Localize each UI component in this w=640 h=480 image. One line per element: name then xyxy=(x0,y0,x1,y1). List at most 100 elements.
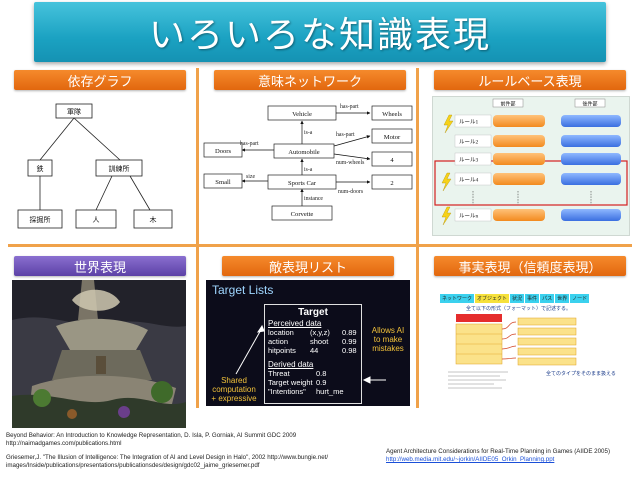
target-box: Target Perceived data location (x,y,z) 0… xyxy=(264,304,362,404)
fact-tag: パス xyxy=(540,294,555,303)
row-key: location xyxy=(268,328,294,337)
row-value: 0.9 xyxy=(316,378,327,387)
node-automobile: Automobile xyxy=(288,149,320,156)
row-key: hitpoints xyxy=(268,346,296,355)
citation-isla-url[interactable]: http://naimadgames.com/publications.html xyxy=(6,440,122,448)
rule-label-n: ルールn xyxy=(459,214,479,220)
derived-data-label: Derived data xyxy=(268,360,314,369)
node-training-label: 訓練所 xyxy=(109,164,130,173)
node-doors: Doors xyxy=(215,148,232,155)
section-header-dependency-graph: 依存グラフ xyxy=(14,70,186,90)
edge-has-part-2: has-part xyxy=(336,132,355,138)
node-army xyxy=(55,103,93,119)
node-wheels: Wheels xyxy=(382,111,402,118)
edge-is-a-2: is-a xyxy=(304,167,313,173)
citation-isla: Beyond Behavior: An Introduction to Know… xyxy=(6,432,297,439)
divider-vertical-left xyxy=(196,68,199,408)
derived-row: "Intentions" hurt_me xyxy=(268,387,361,396)
derived-row: Threat 0.8 xyxy=(268,369,361,378)
edge-has-part-1: has-part xyxy=(340,104,359,110)
node-vehicle: Vehicle xyxy=(292,111,312,118)
node-motor: Motor xyxy=(384,134,401,141)
edge-num-wheels: num-wheels xyxy=(336,160,365,166)
row-confidence: 0.98 xyxy=(342,346,357,355)
fact-tag: ネットワーク xyxy=(440,294,475,303)
fact-tag: 事件 xyxy=(525,294,540,303)
row-value: 0.8 xyxy=(316,369,327,378)
citation-orkin: Agent Architecture Considerations for Re… xyxy=(386,448,610,455)
derived-row: Target weight 0.9 xyxy=(268,378,361,387)
rule-base-svg: 前件部 後件部 ルール1 ルール2 ルール3 ルール4 xyxy=(434,98,628,226)
node-people xyxy=(75,209,117,229)
section-header-label: 事実表現（信頼度表現） xyxy=(458,260,602,276)
node-wood xyxy=(133,209,173,229)
rule-label-4: ルール4 xyxy=(459,178,479,184)
citation-orkin-url[interactable]: http://web.media.mit.edu/~jorkin/AIIDE05… xyxy=(386,456,555,464)
fact-subtitle: 全て以下の形式（フォーマット）で記述する。 xyxy=(466,306,572,312)
section-header-label: 意味ネットワーク xyxy=(257,74,362,90)
rule-label-3: ルール3 xyxy=(459,158,479,164)
fact-tag: 世界 xyxy=(555,294,570,303)
edge-size: size xyxy=(246,174,255,180)
node-iron-label: 鉄 xyxy=(37,164,44,173)
perceived-rows: location (x,y,z) 0.89 action shoot 0.99 … xyxy=(265,328,361,355)
section-header-enemy-lists: 敵表現リスト xyxy=(222,256,394,276)
section-header-label: ルールベース表現 xyxy=(478,74,582,90)
col-right-label: 後件部 xyxy=(582,101,597,108)
fact-tag: 状況 xyxy=(510,294,525,303)
title-banner: いろいろな知識表現 xyxy=(34,2,606,62)
citation-griesemer: Griesemer,J. "The Illusion of Intelligen… xyxy=(6,453,329,461)
edge-num-doors: num-doors xyxy=(338,189,364,195)
enemy-panel-title: Target Lists xyxy=(212,283,274,297)
citation-griesemer-url[interactable]: images/Inside/publications/presentations… xyxy=(6,462,260,470)
section-header-semantic-network: 意味ネットワーク xyxy=(214,70,406,90)
section-header-label: 世界表現 xyxy=(73,260,126,276)
node-two: 2 xyxy=(390,180,393,187)
row-key: Target weight xyxy=(268,378,313,387)
perceived-row: hitpoints 44 0.98 xyxy=(268,346,361,355)
node-people-label: 人 xyxy=(93,216,100,224)
fact-tag: ノード xyxy=(570,294,590,303)
row-key: Threat xyxy=(268,369,290,378)
node-wood-label: 木 xyxy=(150,215,157,224)
col-left-label: 前件部 xyxy=(500,101,515,108)
world-screenshot xyxy=(12,280,186,428)
node-army-label: 軍隊 xyxy=(67,107,81,116)
semantic-network: Vehicle Wheels Motor 4 Doors Automobile … xyxy=(203,104,413,221)
node-mine-label: 採掘所 xyxy=(30,215,51,224)
node-iron xyxy=(27,159,53,177)
node-small: Small xyxy=(215,179,231,186)
enemy-lists-panel: Target Lists Target Perceived data locat… xyxy=(206,280,410,406)
node-training-ground xyxy=(95,159,143,177)
citations-right: Agent Architecture Considerations for Re… xyxy=(386,448,634,476)
perceived-row: action shoot 0.99 xyxy=(268,337,361,346)
row-value: hurt_me xyxy=(316,387,344,396)
world-scene xyxy=(12,280,186,428)
row-confidence: 0.99 xyxy=(342,337,357,346)
perceived-data-label: Perceived data xyxy=(268,319,322,328)
rule-label-1: ルール1 xyxy=(459,120,479,126)
fact-repr-diagram: ネットワーク オブジェクト 状況 事件 パス 世界 ノード 全て以下の形式（フォ… xyxy=(438,294,628,400)
dependency-graph: 軍隊 鉄 訓練所 採掘所 人 木 xyxy=(17,103,173,229)
divider-vertical-right xyxy=(416,68,419,408)
section-header-world-repr: 世界表現 xyxy=(14,256,186,276)
rule-label-2: ルール2 xyxy=(459,140,479,146)
row-value: shoot xyxy=(310,337,329,346)
section-header-rule-based: ルールベース表現 xyxy=(434,70,626,90)
perceived-row: location (x,y,z) 0.89 xyxy=(268,328,361,337)
node-sports-car: Sports Car xyxy=(288,180,317,187)
allows-mistakes-note: Allows AI to make mistakes xyxy=(371,326,405,354)
row-key: action xyxy=(268,337,289,346)
node-mine xyxy=(17,209,63,229)
section-header-fact-repr: 事実表現（信頼度表現） xyxy=(434,256,626,276)
page-title: いろいろな知識表現 xyxy=(148,15,491,56)
fact-tags: ネットワーク オブジェクト 状況 事件 パス 世界 ノード xyxy=(440,294,628,303)
citations-left: Beyond Behavior: An Introduction to Know… xyxy=(6,432,360,478)
row-confidence: 0.89 xyxy=(342,328,357,337)
enemy-panel-arrows xyxy=(235,324,386,384)
edge-has-part-3: has-part xyxy=(240,141,259,147)
node-corvette: Corvette xyxy=(291,211,314,218)
section-header-label: 敵表現リスト xyxy=(268,260,347,276)
node-four: 4 xyxy=(390,157,394,164)
divider-horizontal xyxy=(8,244,632,247)
